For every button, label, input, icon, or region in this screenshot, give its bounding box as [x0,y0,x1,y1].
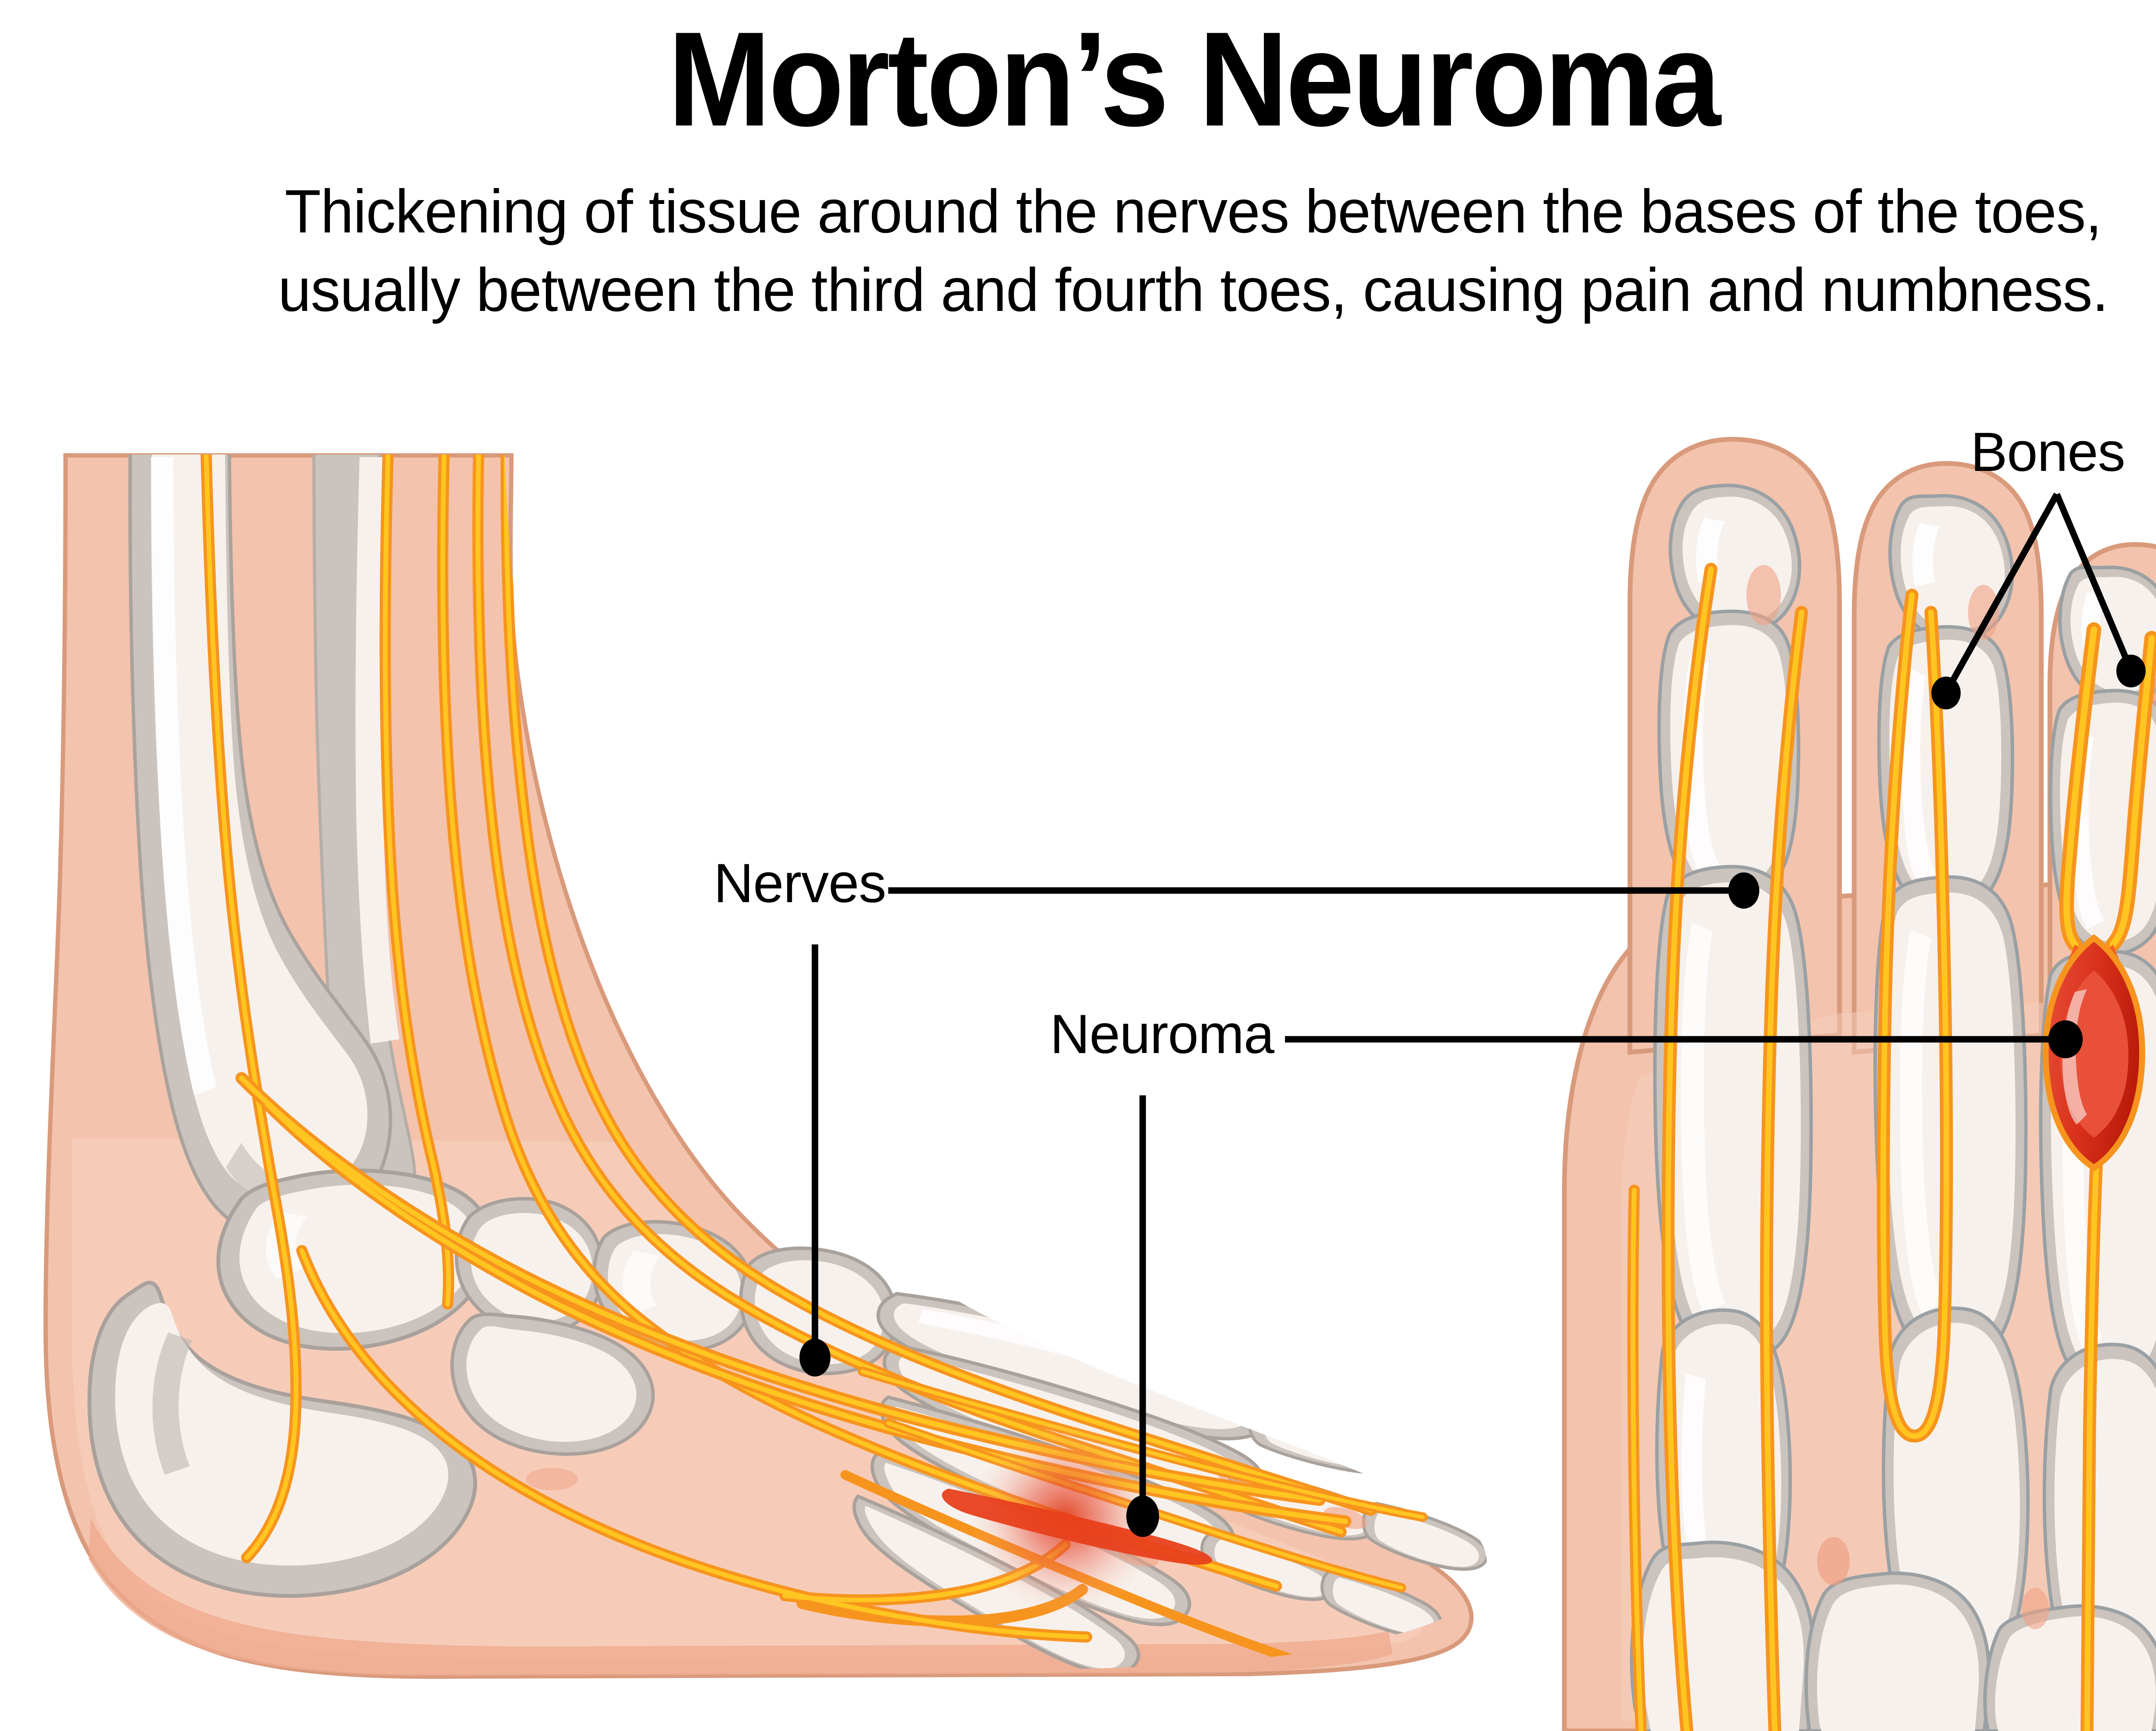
page-subtitle: Thickening of tissue around the nerves b… [0,172,2156,329]
dorsal-neuroma [2042,934,2146,1172]
title-text: Morton’s Neuroma [667,4,1721,154]
subtitle-line-2: usually between the third and fourth toe… [278,255,2109,324]
subtitle-line-1: Thickening of tissue around the nerves b… [285,177,2102,246]
foot-dorsal-view [1562,437,2156,1731]
label-neuroma: Neuroma [1050,1003,1274,1065]
lateral-neuroma-hotspot [942,1421,1213,1615]
foot-lateral-view [43,453,1487,1679]
callouts [799,492,2146,1537]
page-title: Morton’s Neuroma [0,12,2156,147]
callout-bones [1931,492,2146,709]
label-nerves: Nerves [714,853,886,914]
callout-neuroma [1126,1020,2083,1537]
dorsal-bones [1630,483,2156,1731]
callout-nerves [799,872,1759,1377]
label-bones: Bones [1971,421,2125,483]
